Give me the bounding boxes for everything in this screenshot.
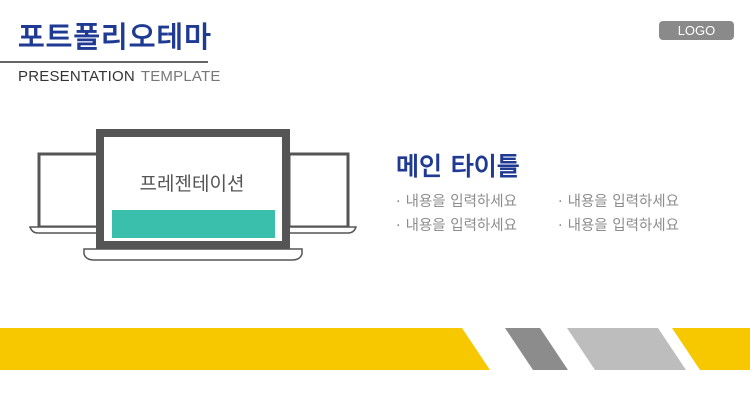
bullet-item: ·내용을 입력하세요 xyxy=(558,194,679,210)
left-tablet xyxy=(28,152,103,234)
stripe-light-gray xyxy=(567,328,686,370)
stripe-dark-gray xyxy=(505,328,568,370)
bullet-item: ·내용을 입력하세요 xyxy=(396,194,517,210)
stripe-yellow-left xyxy=(0,328,490,370)
page-title: 포트폴리오테마 xyxy=(18,20,212,54)
right-tablet xyxy=(287,152,358,234)
subtitle-sub: TEMPLATE xyxy=(140,68,221,85)
decorative-stripes xyxy=(0,328,750,370)
bullet-item: ·내용을 입력하세요 xyxy=(558,218,679,234)
title-divider xyxy=(0,61,208,63)
stripe-yellow-right xyxy=(672,328,750,370)
subtitle: PRESENTATION TEMPLATE xyxy=(18,68,221,85)
bullet-item: ·내용을 입력하세요 xyxy=(396,218,517,234)
subtitle-main: PRESENTATION xyxy=(18,68,135,85)
screen-accent-bar xyxy=(112,210,275,238)
bullet-list: ·내용을 입력하세요 ·내용을 입력하세요 ·내용을 입력하세요 ·내용을 입력… xyxy=(396,190,736,235)
main-title: 메인 타이틀 xyxy=(396,152,520,181)
logo-badge: LOGO xyxy=(659,21,734,40)
screen-text: 프레젠테이션 xyxy=(139,173,245,195)
